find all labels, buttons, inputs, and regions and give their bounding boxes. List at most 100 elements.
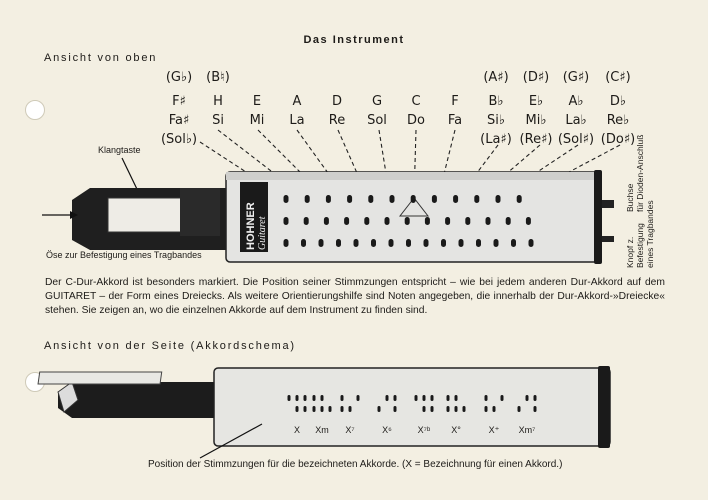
- reed-hole: [303, 217, 309, 225]
- chord-dot: [533, 395, 537, 401]
- chord-dot: [446, 395, 450, 401]
- note-line2: Mi: [249, 113, 265, 128]
- note-line1: E: [252, 94, 262, 109]
- note-paren-top: (G♯): [562, 70, 590, 85]
- chord-dot: [320, 406, 324, 412]
- reed-hole: [410, 195, 416, 203]
- chord-dot: [422, 406, 426, 412]
- reed-hole: [485, 217, 491, 225]
- note-line2: Si: [212, 113, 224, 128]
- brand-plate: [240, 182, 268, 252]
- note-line1: C: [411, 94, 421, 109]
- note-paren-top: (C♯): [605, 70, 631, 85]
- note-line1: G: [371, 94, 383, 109]
- reed-hole: [474, 195, 480, 203]
- chord-label: X⁷: [345, 425, 355, 435]
- note-line2: Mi♭: [525, 113, 547, 128]
- reed-hole: [301, 239, 306, 247]
- chord-dot: [422, 395, 426, 401]
- chord-dot: [328, 406, 332, 412]
- note-line2: Re♭: [606, 113, 630, 128]
- reed-hole: [283, 195, 289, 203]
- note-paren-top: (B♮): [206, 70, 230, 85]
- brand-label: HOHNER: [245, 202, 257, 250]
- note-line2: Do: [407, 113, 425, 128]
- chord-dot: [320, 395, 324, 401]
- chord-dots: [287, 395, 537, 412]
- reed-hole: [525, 217, 531, 225]
- chord-dot: [454, 395, 458, 401]
- reed-hole: [431, 195, 437, 203]
- note-line1: F: [451, 94, 459, 109]
- chord-dot: [484, 406, 488, 412]
- page-title: Das Instrument: [303, 34, 405, 46]
- chord-dot: [348, 406, 352, 412]
- reed-hole: [344, 217, 350, 225]
- reed-hole: [493, 239, 499, 247]
- ose-label: Öse zur Befestigung eines Tragbandes: [46, 250, 202, 260]
- note-line1: A♭: [568, 94, 584, 109]
- side-handle: [58, 382, 220, 418]
- reed-hole: [528, 239, 534, 247]
- chord-dot: [303, 406, 307, 412]
- reed-hole: [371, 239, 376, 247]
- description-paragraph: Der C-Dur-Akkord ist besonders markiert.…: [45, 277, 665, 316]
- note-line1: D♭: [609, 94, 627, 109]
- caption-pointer: [199, 423, 263, 459]
- note-paren-top: (A♯): [483, 70, 509, 85]
- note-line2: Fa♯: [168, 113, 190, 128]
- note-line3: (La♯): [480, 132, 512, 147]
- chord-dot: [356, 395, 360, 401]
- chord-dot: [303, 395, 307, 401]
- chord-label: Xm: [315, 425, 329, 435]
- reed-hole: [495, 195, 501, 203]
- reed-hole: [453, 195, 459, 203]
- chord-label: X⁶: [382, 425, 392, 435]
- note-line3: (Sol♭): [160, 132, 198, 147]
- top-view-heading: Ansicht von oben: [44, 52, 158, 64]
- chord-dot: [430, 406, 434, 412]
- chord-dot: [414, 395, 418, 401]
- punch-hole: [25, 100, 45, 120]
- reed-hole: [505, 217, 511, 225]
- reed-hole: [353, 239, 359, 247]
- reed-hole: [423, 239, 429, 247]
- reed-hole: [476, 239, 481, 247]
- chord-dot: [295, 406, 299, 412]
- reed-hole: [389, 195, 395, 203]
- reed-hole: [323, 217, 329, 225]
- chord-dot: [393, 406, 397, 412]
- reed-hole: [404, 217, 410, 225]
- note-line2: Sol: [367, 113, 387, 128]
- chord-dot: [533, 406, 537, 412]
- reed-hole: [347, 195, 353, 203]
- note-line1: H: [213, 94, 223, 109]
- chord-dot: [312, 406, 316, 412]
- side-view-heading: Ansicht von der Seite (Akkordschema): [44, 340, 296, 352]
- chord-dot: [340, 395, 344, 401]
- reed-hole: [304, 195, 310, 203]
- chord-dot: [430, 395, 434, 401]
- note-paren-top: (D♯): [522, 70, 550, 85]
- chord-label: X⁷ᵇ: [417, 425, 431, 435]
- chord-dot: [500, 395, 504, 401]
- note-line1: A: [292, 94, 302, 109]
- c-chord-triangle: [398, 197, 430, 217]
- chord-dot: [446, 406, 450, 412]
- reed-hole: [368, 195, 374, 203]
- chord-dot: [525, 395, 529, 401]
- reed-hole: [318, 239, 324, 247]
- note-line1: D: [331, 94, 342, 109]
- reed-hole: [325, 195, 331, 203]
- reed-hole: [336, 239, 341, 247]
- reed-hole: [424, 217, 430, 225]
- note-line2: Re: [328, 113, 346, 128]
- reed-hole: [283, 217, 289, 225]
- reed-holes: [283, 195, 534, 247]
- chord-label: X: [293, 425, 300, 435]
- reed-hole: [384, 217, 390, 225]
- chord-dot: [492, 406, 496, 412]
- chord-dot: [385, 395, 389, 401]
